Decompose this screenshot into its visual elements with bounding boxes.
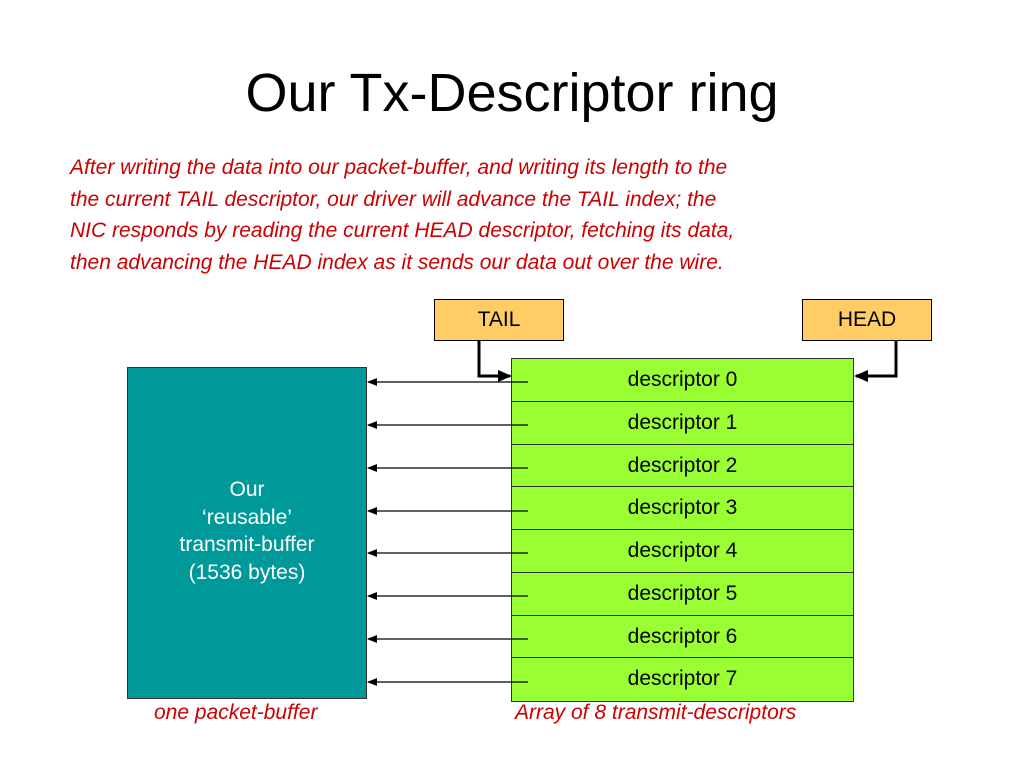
descriptor-2: descriptor 2	[512, 444, 853, 488]
descriptor-5: descriptor 5	[512, 572, 853, 616]
head-arrow	[854, 341, 898, 382]
ring-caption: Array of 8 transmit-descriptors	[515, 701, 797, 724]
caption-line: After writing the data into our packet-b…	[70, 156, 728, 179]
buffer-text-line: transmit-buffer	[179, 533, 315, 556]
head-pointer-box: HEAD	[802, 299, 932, 341]
buffer-text-line: (1536 bytes)	[188, 560, 306, 584]
tail-pointer-box: TAIL	[434, 299, 564, 341]
caption-line: NIC responds by reading the current HEAD…	[70, 219, 735, 242]
descriptor-ring: descriptor 0 descriptor 1 descriptor 2 d…	[511, 358, 854, 702]
buffer-text-line: Our	[229, 478, 265, 501]
slide-title: Our Tx-Descriptor ring	[245, 63, 779, 123]
descriptor-3: descriptor 3	[512, 487, 853, 530]
descriptor-7: descriptor 7	[512, 658, 853, 701]
caption-line: the current TAIL descriptor, our driver …	[70, 187, 717, 211]
explanation-text: After writing the data into our packet-b…	[70, 152, 970, 278]
buffer-caption: one packet-buffer	[154, 701, 318, 724]
tail-arrow	[477, 341, 512, 382]
descriptor-6: descriptor 6	[512, 615, 853, 659]
descriptor-4: descriptor 4	[512, 530, 853, 573]
descriptor-1: descriptor 1	[512, 401, 853, 445]
buffer-text-line: ‘reusable’	[202, 505, 292, 529]
descriptor-0: descriptor 0	[512, 359, 853, 402]
descriptor-to-buffer-arrows	[367, 378, 528, 686]
caption-line: then advancing the HEAD index as it send…	[70, 250, 724, 274]
transmit-buffer-box: Our ‘reusable’ transmit-buffer (1536 byt…	[127, 367, 367, 699]
